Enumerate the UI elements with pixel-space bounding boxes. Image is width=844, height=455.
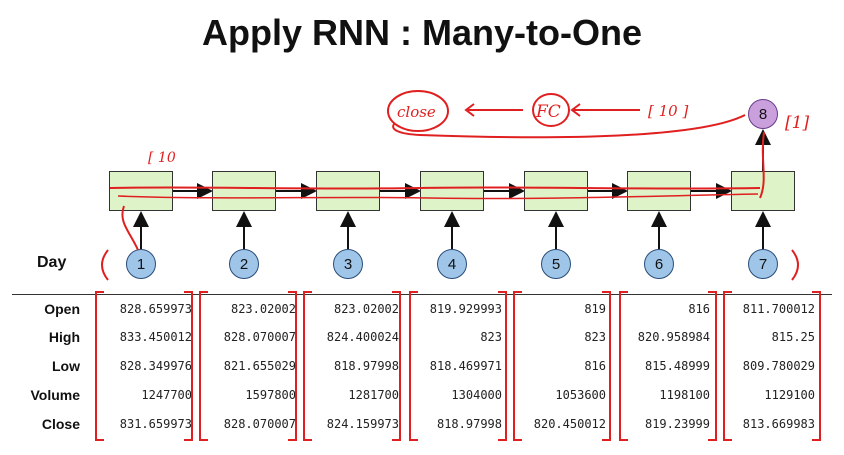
column-bracket-5 bbox=[513, 291, 611, 441]
day-node-6: 6 bbox=[644, 249, 674, 279]
table-cell-day5-volume: 1053600 bbox=[555, 388, 606, 402]
day-node-4: 4 bbox=[437, 249, 467, 279]
table-cell-day3-open: 823.02002 bbox=[333, 302, 399, 316]
table-cell-day6-volume: 1198100 bbox=[659, 388, 710, 402]
table-cell-day7-low: 809.780029 bbox=[742, 359, 815, 373]
table-cell-day6-close: 819.23999 bbox=[644, 417, 710, 431]
table-cell-day2-volume: 1597800 bbox=[245, 388, 296, 402]
table-cell-day5-close: 820.450012 bbox=[533, 417, 606, 431]
rnn-cell-3 bbox=[316, 171, 380, 211]
table-cell-day4-close: 818.97998 bbox=[436, 417, 502, 431]
table-cell-day1-close: 831.659973 bbox=[119, 417, 192, 431]
dim-10-top-ink: [ 10 bbox=[148, 150, 176, 166]
rnn-cell-2 bbox=[212, 171, 276, 211]
table-cell-day3-close: 824.159973 bbox=[326, 417, 399, 431]
slide-title: Apply RNN : Many-to-One bbox=[202, 12, 642, 53]
table-cell-day4-low: 818.469971 bbox=[429, 359, 502, 373]
day-label: Day bbox=[37, 254, 67, 271]
rnn-cell-1 bbox=[109, 171, 173, 211]
table-cell-day6-high: 820.958984 bbox=[637, 330, 710, 344]
table-cell-day5-high: 823 bbox=[584, 330, 606, 344]
rnn-cell-4 bbox=[420, 171, 484, 211]
table-cell-day7-close: 813.669983 bbox=[742, 417, 815, 431]
day-bracket-left bbox=[101, 249, 109, 281]
column-bracket-7 bbox=[723, 291, 821, 441]
dim-1-ink: [1] bbox=[785, 113, 809, 133]
dim-10-ink: [ 10 ] bbox=[648, 102, 688, 120]
table-cell-day1-open: 828.659973 bbox=[119, 302, 192, 316]
close-ink-ellipse bbox=[387, 90, 449, 132]
column-bracket-1 bbox=[95, 291, 193, 441]
day-node-7: 7 bbox=[748, 249, 778, 279]
rnn-cell-5 bbox=[524, 171, 588, 211]
cell-ink-strokes-2 bbox=[117, 193, 759, 200]
column-bracket-2 bbox=[199, 291, 297, 441]
table-cell-day5-open: 819 bbox=[584, 302, 606, 316]
table-cell-day2-close: 828.070007 bbox=[223, 417, 296, 431]
column-bracket-4 bbox=[409, 291, 507, 441]
table-cell-day2-open: 823.02002 bbox=[230, 302, 296, 316]
table-cell-day3-low: 818.97998 bbox=[333, 359, 399, 373]
fc-ink-ellipse bbox=[532, 93, 570, 127]
table-cell-day1-volume: 1247700 bbox=[141, 388, 192, 402]
table-cell-day4-high: 823 bbox=[480, 330, 502, 344]
day-node-3: 3 bbox=[333, 249, 363, 279]
table-cell-day7-open: 811.700012 bbox=[742, 302, 815, 316]
table-cell-day7-high: 815.25 bbox=[771, 330, 815, 344]
table-cell-day2-high: 828.070007 bbox=[223, 330, 296, 344]
output-node: 8 bbox=[748, 99, 778, 129]
table-cell-day3-volume: 1281700 bbox=[348, 388, 399, 402]
day-bracket-right bbox=[791, 249, 799, 281]
ink-arrowhead-2 bbox=[570, 103, 581, 117]
output-ink-up bbox=[759, 131, 765, 199]
day-node-1: 1 bbox=[126, 249, 156, 279]
table-cell-day6-low: 815.48999 bbox=[644, 359, 710, 373]
output-ink-loop bbox=[392, 114, 746, 139]
table-cell-day1-high: 833.450012 bbox=[119, 330, 192, 344]
input-arrows bbox=[133, 211, 771, 249]
column-bracket-6 bbox=[619, 291, 717, 441]
table-cell-day7-volume: 1129100 bbox=[764, 388, 815, 402]
day-node-2: 2 bbox=[229, 249, 259, 279]
table-cell-day2-low: 821.655029 bbox=[223, 359, 296, 373]
column-brackets bbox=[95, 291, 821, 441]
table-cell-day4-open: 819.929993 bbox=[429, 302, 502, 316]
table-cell-day1-low: 828.349976 bbox=[119, 359, 192, 373]
ink-arrowhead bbox=[464, 103, 475, 117]
day-node-5: 5 bbox=[541, 249, 571, 279]
cell-ink-strokes bbox=[109, 186, 761, 190]
table-cell-day6-open: 816 bbox=[688, 302, 710, 316]
row-label-open: Open bbox=[44, 301, 80, 317]
row-label-volume: Volume bbox=[30, 387, 80, 403]
rnn-cell-6 bbox=[627, 171, 691, 211]
fc-ink-label: FC bbox=[535, 102, 561, 122]
table-cell-day5-low: 816 bbox=[584, 359, 606, 373]
column-bracket-3 bbox=[303, 291, 401, 441]
table-separator bbox=[12, 294, 832, 295]
table-cell-day3-high: 824.400024 bbox=[326, 330, 399, 344]
close-ink-label: close bbox=[397, 103, 436, 121]
row-label-close: Close bbox=[41, 416, 80, 432]
row-label-low: Low bbox=[52, 358, 80, 374]
first-input-ink bbox=[121, 205, 139, 251]
row-label-high: High bbox=[48, 329, 80, 345]
table-cell-day4-volume: 1304000 bbox=[451, 388, 502, 402]
